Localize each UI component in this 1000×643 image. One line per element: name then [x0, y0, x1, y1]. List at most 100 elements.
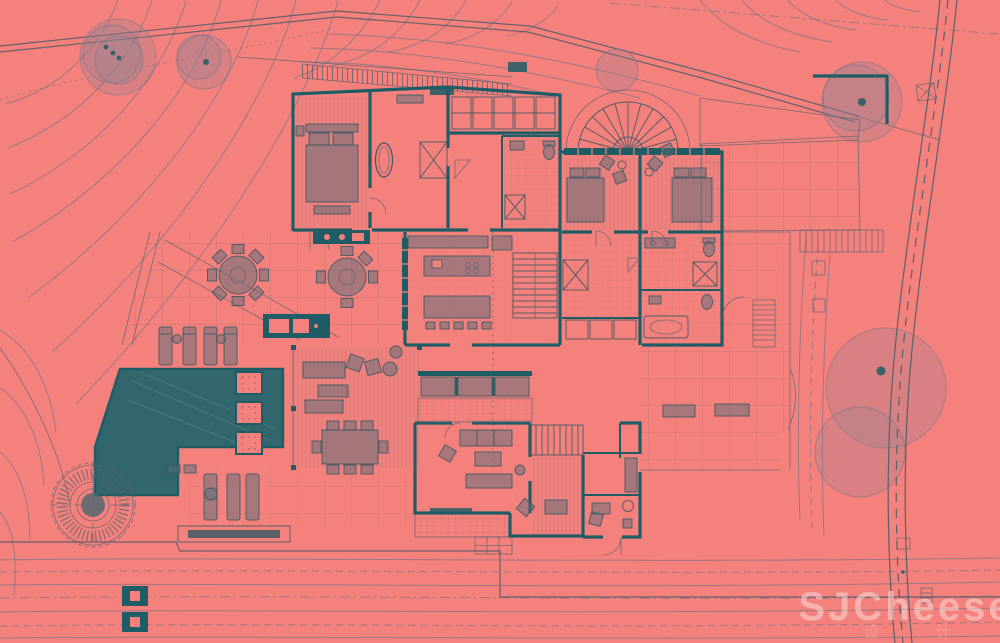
paved-terraces — [121, 231, 796, 528]
upper-deck-benches — [430, 62, 527, 95]
sun-lounger — [182, 326, 197, 366]
sofa — [459, 429, 513, 447]
vanity — [644, 237, 676, 249]
sofa — [302, 361, 346, 379]
outdoor-dining-table-1 — [207, 244, 269, 306]
pool-pad — [235, 401, 263, 425]
veranda-lounge — [302, 345, 403, 414]
utility-marker-icon — [920, 587, 933, 604]
watermark: SJCheese 设 计 芝 士 — [798, 585, 1000, 641]
bed — [566, 177, 605, 223]
utility-marker-icon — [915, 82, 937, 102]
tree-symbol — [821, 61, 903, 143]
planter-box — [812, 298, 826, 313]
main-staircase — [512, 252, 558, 319]
kitchen-furniture — [407, 235, 513, 330]
master-bed — [305, 144, 359, 203]
armchair — [515, 497, 536, 518]
bar-stool — [453, 321, 464, 330]
sink — [509, 140, 525, 151]
dining-chair — [343, 420, 357, 431]
watermark-subtitle: 设 计 芝 士 — [864, 623, 1000, 641]
bed-headboard — [305, 123, 359, 133]
coffee-table — [317, 384, 349, 398]
bar-stool — [439, 321, 450, 330]
armchair — [659, 142, 676, 159]
watermark-title: SJCheese — [798, 585, 1000, 629]
shower — [692, 261, 718, 287]
armchair — [611, 169, 628, 185]
armchair — [598, 154, 616, 172]
bed — [671, 177, 713, 223]
master-bath-furniture — [374, 94, 448, 179]
family-room-window-wall — [417, 371, 533, 423]
wardrobe-cells — [451, 96, 556, 130]
lower-terrace-elements — [122, 525, 291, 632]
master-bedroom-furniture — [295, 123, 359, 215]
nightstand — [295, 125, 305, 137]
door-swings — [309, 159, 745, 556]
elevator-shaft — [562, 259, 589, 291]
pillow — [332, 132, 354, 146]
stool — [622, 518, 633, 529]
steps-east-court — [752, 299, 776, 348]
toilet — [543, 144, 555, 160]
pool-loungers — [167, 464, 260, 521]
fan-staircase — [565, 89, 691, 153]
closet — [613, 319, 637, 340]
shower — [419, 141, 448, 179]
tree-symbol — [825, 327, 947, 449]
bath-wing-fixtures — [565, 237, 718, 340]
planter-counter — [313, 230, 370, 244]
sun-lounger — [203, 326, 218, 366]
shower — [504, 194, 526, 220]
dining-table — [321, 429, 379, 465]
driveway-parking — [699, 74, 889, 313]
tree-symbol — [176, 34, 232, 90]
utility-dot-icon — [901, 570, 905, 574]
hall-staircase — [529, 424, 584, 456]
planter-box — [811, 260, 826, 276]
side-table — [617, 160, 627, 170]
small-bath-fixtures — [504, 140, 556, 220]
side-table — [514, 464, 526, 476]
veranda-dining — [311, 420, 389, 475]
dining-chair — [311, 440, 322, 454]
vanity — [396, 94, 424, 104]
sun-lounger — [245, 473, 260, 521]
dining-chair — [343, 464, 357, 475]
armchair — [437, 443, 458, 464]
outdoor-dining-table-2 — [316, 246, 378, 308]
tree-symbol — [79, 18, 157, 96]
desk — [591, 502, 611, 515]
dining-chair — [360, 420, 374, 431]
tree-symbol — [814, 406, 906, 498]
coffee-table — [474, 451, 502, 467]
pool-pad — [235, 371, 263, 395]
fridge — [491, 235, 513, 251]
sofa — [304, 399, 344, 414]
dining-chair — [378, 440, 389, 454]
tree-symbol — [595, 48, 639, 92]
south-steps — [474, 536, 513, 555]
bedroom2-furniture — [566, 154, 628, 223]
pillow — [569, 167, 585, 178]
family-room-furniture — [430, 429, 526, 513]
south-deck — [415, 513, 510, 537]
terrace-planter — [662, 404, 696, 418]
pillow — [308, 132, 330, 146]
bathtub — [643, 315, 689, 339]
road-east — [887, 0, 958, 643]
side-table — [644, 167, 654, 177]
pillow — [673, 167, 690, 178]
kitchen-island-bar — [423, 295, 491, 319]
pouf — [389, 345, 403, 359]
side-table — [216, 334, 226, 344]
armchair — [345, 353, 365, 373]
bedroom3-furniture — [644, 142, 713, 223]
closet — [589, 319, 613, 340]
retaining-wall — [813, 74, 889, 124]
sun-lounger — [158, 326, 173, 366]
